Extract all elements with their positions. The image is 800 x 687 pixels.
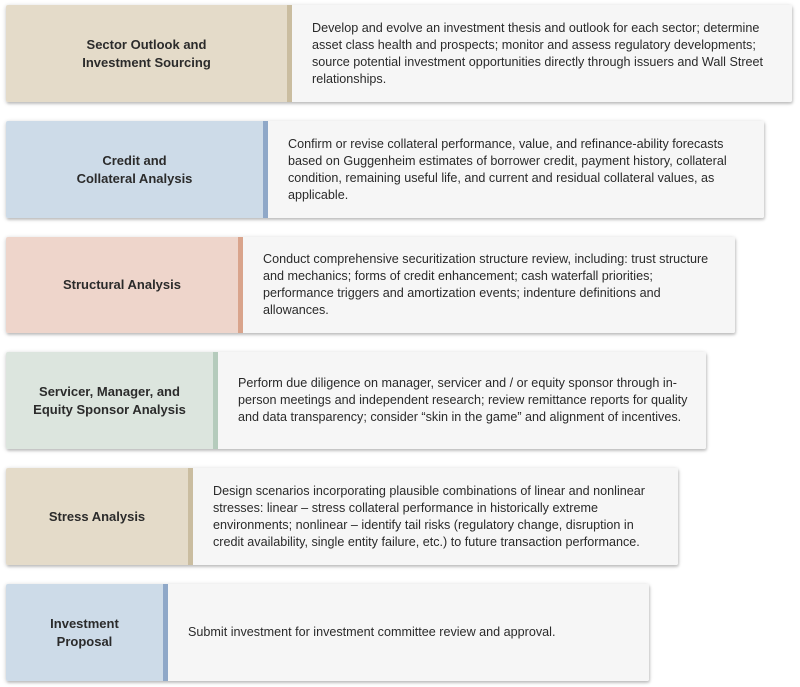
step-description: Perform due diligence on manager, servic…	[218, 352, 706, 449]
step-label-line: Structural Analysis	[62, 277, 181, 292]
step-label: Structural Analysis	[6, 237, 243, 333]
step-label-line: Credit and	[102, 152, 167, 168]
step-label-line: Collateral Analysis	[76, 170, 193, 186]
step-description: Design scenarios incorporating plausible…	[193, 468, 678, 565]
step-description: Conduct comprehensive securitization str…	[243, 237, 735, 333]
step-label: Stress Analysis	[6, 468, 193, 565]
step-label-line: Equity Sponsor Analysis	[33, 401, 186, 417]
step-description: Confirm or revise collateral performance…	[268, 121, 764, 218]
step-label-line: Proposal	[56, 633, 113, 649]
step-description: Submit investment for investment committ…	[168, 584, 649, 681]
step-structural: Structural Analysis Conduct comprehensiv…	[6, 237, 735, 333]
step-label-line: Sector Outlook and	[86, 36, 207, 52]
step-label-line: Investment	[50, 615, 119, 631]
step-label-line: Stress Analysis	[48, 508, 146, 524]
step-stress: Stress Analysis Design scenarios incorpo…	[6, 468, 678, 565]
step-label-line: Servicer, Manager, and	[39, 383, 180, 399]
step-description: Develop and evolve an investment thesis …	[292, 5, 792, 102]
step-label-line: Investment Sourcing	[82, 54, 211, 70]
